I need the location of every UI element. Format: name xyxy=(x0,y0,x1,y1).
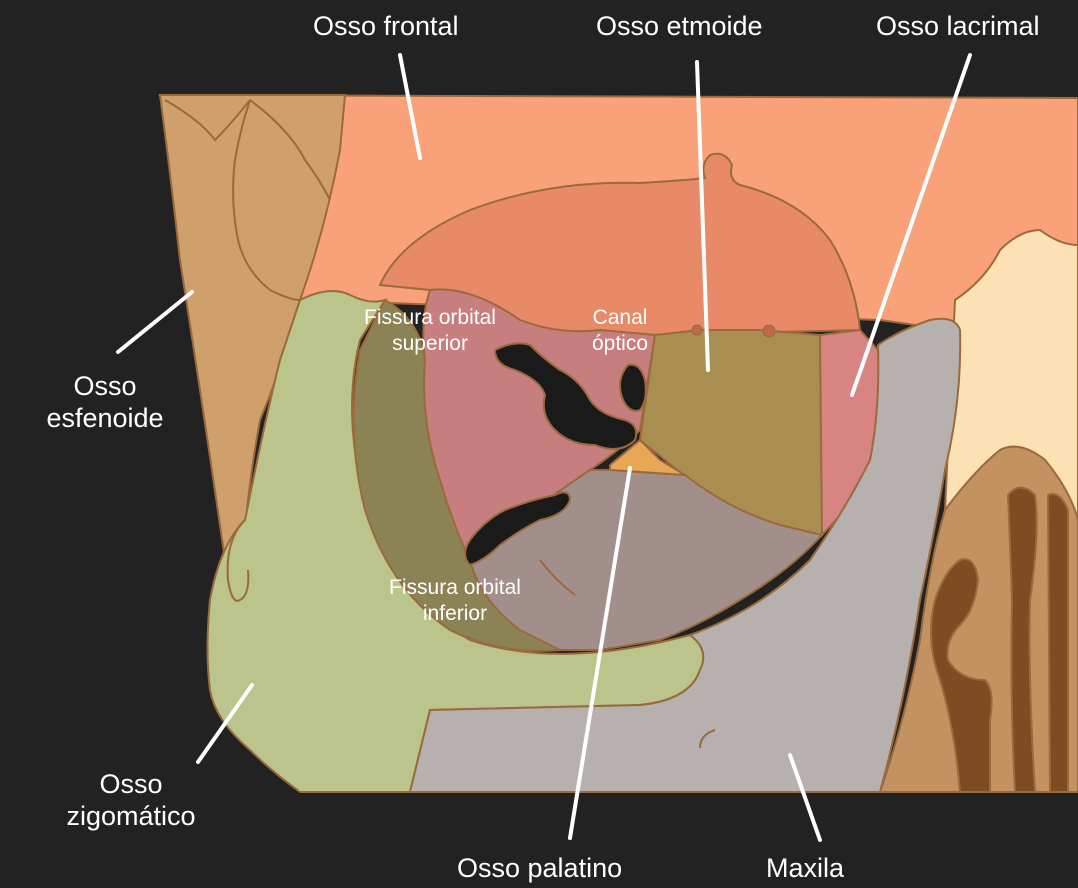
label-optic-canal-line1: Canal xyxy=(575,305,665,331)
label-inferior-fissure-line2: inferior xyxy=(365,601,545,627)
label-zygomatic-line1: Osso xyxy=(46,768,216,800)
ethmoid-foramen-2 xyxy=(763,325,775,337)
label-inferior-fissure: Fissura orbital inferior xyxy=(365,575,545,627)
label-frontal: Osso frontal xyxy=(313,10,459,42)
label-superior-fissure: Fissura orbital superior xyxy=(340,305,520,357)
nasal-septum xyxy=(1048,494,1068,792)
label-optic-canal: Canal óptico xyxy=(575,305,665,357)
label-palatine: Osso palatino xyxy=(457,852,622,884)
label-sphenoid-line1: Osso xyxy=(30,370,180,402)
ethmoid-foramen-1 xyxy=(692,325,702,335)
label-inferior-fissure-line1: Fissura orbital xyxy=(365,575,545,601)
label-maxilla: Maxila xyxy=(766,852,844,884)
label-superior-fissure-line1: Fissura orbital xyxy=(340,305,520,331)
label-zygomatic: Osso zigomático xyxy=(46,768,216,832)
label-ethmoid: Osso etmoide xyxy=(596,10,763,42)
label-lacrimal: Osso lacrimal xyxy=(876,10,1040,42)
label-sphenoid-line2: esfenoide xyxy=(30,402,180,434)
label-sphenoid: Osso esfenoide xyxy=(30,370,180,434)
label-zygomatic-line2: zigomático xyxy=(46,800,216,832)
label-superior-fissure-line2: superior xyxy=(340,331,520,357)
label-optic-canal-line2: óptico xyxy=(575,331,665,357)
leader-sphenoid xyxy=(118,292,192,352)
